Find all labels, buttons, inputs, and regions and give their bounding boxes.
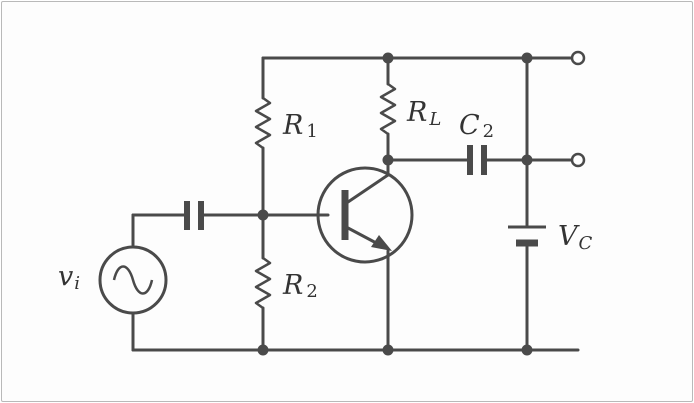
junction-dot (521, 344, 533, 356)
label-vi: vi (58, 261, 80, 294)
sine-wave-icon (112, 265, 154, 295)
junction-dot (257, 209, 269, 221)
resistor-rl (379, 82, 397, 136)
junction-dot (257, 344, 269, 356)
emitter-arrow-icon (371, 235, 392, 251)
junction-dot (382, 52, 394, 64)
resistor-r2 (254, 256, 272, 310)
resistor-r1 (254, 96, 272, 150)
transistor-envelope (316, 166, 414, 264)
junction-dot (382, 344, 394, 356)
transistor-collector-lead (346, 173, 390, 204)
junction-dot (382, 154, 394, 166)
junction-dot (521, 154, 533, 166)
junction-dot (521, 52, 533, 64)
output-terminal-top (570, 50, 586, 66)
label-vc: VC (558, 221, 593, 254)
output-terminal-signal (570, 152, 586, 168)
